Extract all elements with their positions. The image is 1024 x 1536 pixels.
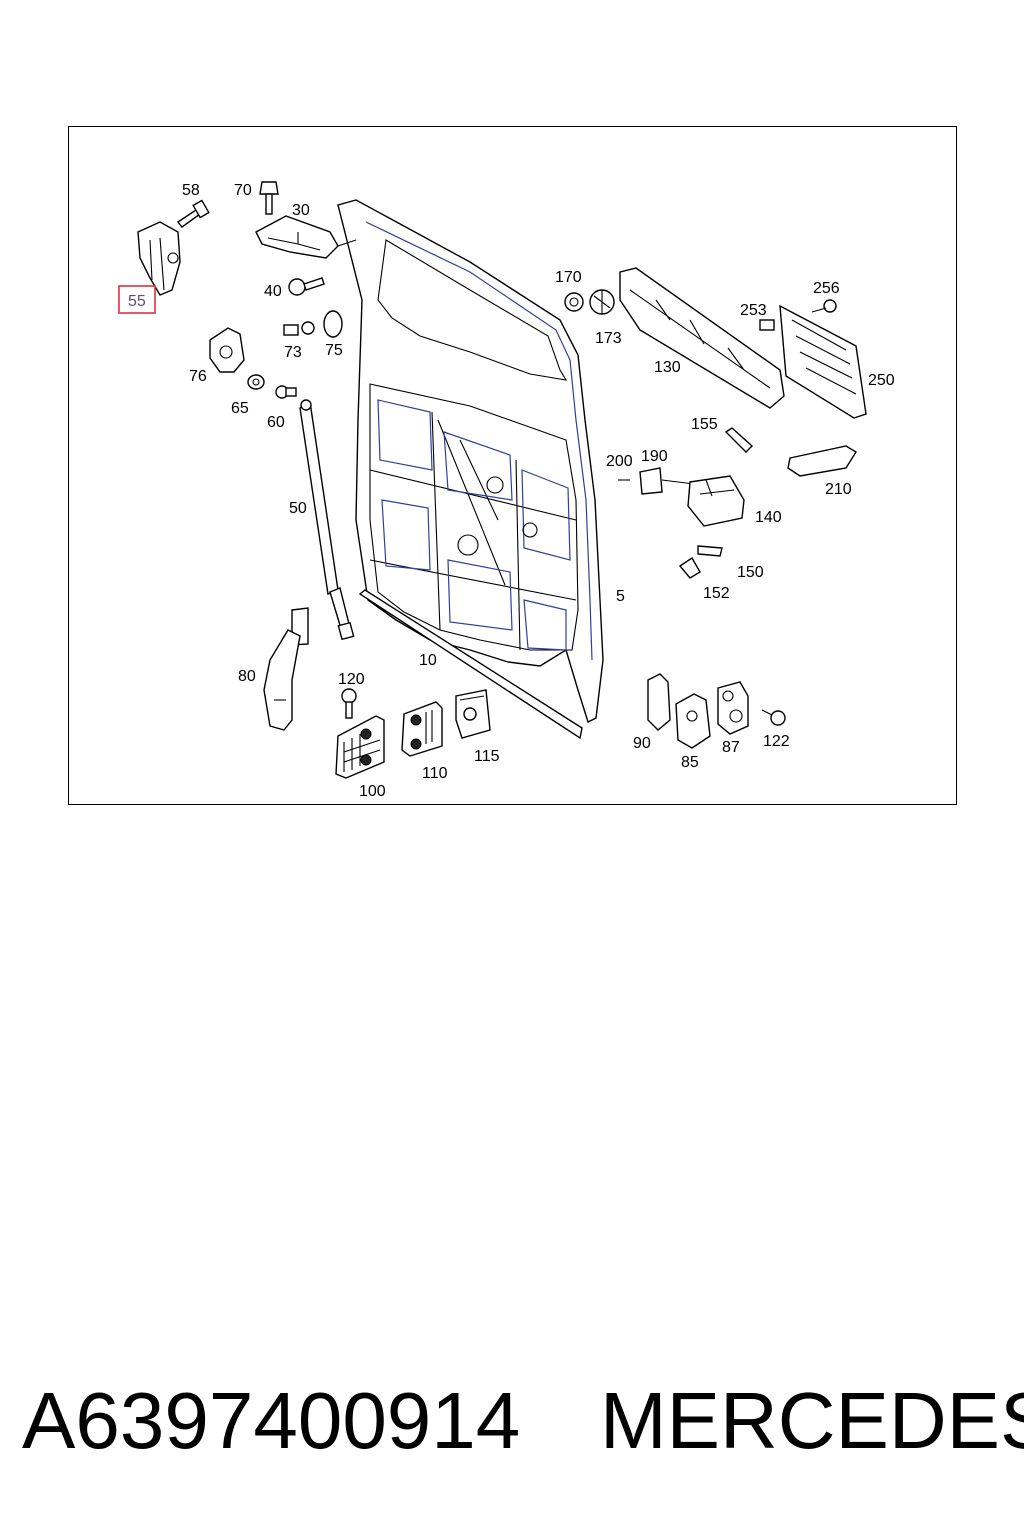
callout-label: 60	[267, 414, 285, 431]
hinge-part	[255, 215, 357, 259]
cap-part	[323, 310, 343, 338]
callout-label: 200	[606, 453, 633, 470]
callout-label: 115	[474, 748, 500, 765]
gasket-part	[647, 673, 671, 731]
callout-label: 76	[189, 368, 207, 385]
caption: A6397400914 MERCEDES	[22, 1366, 1024, 1476]
callout-label: 250	[868, 372, 895, 389]
bolt-part	[259, 181, 279, 215]
grille-part	[335, 715, 385, 779]
callout-label: 73	[284, 344, 302, 361]
callout-label: 130	[654, 359, 681, 376]
callout-label: 152	[703, 585, 730, 602]
hinge-bracket-part	[137, 221, 181, 296]
callout-label: 75	[325, 342, 343, 359]
gas-strut-part	[299, 399, 355, 641]
lock-part	[675, 693, 711, 749]
callout-label: 90	[633, 735, 651, 752]
callout-label: 140	[755, 509, 782, 526]
pin-part	[759, 319, 775, 331]
brand-name: MERCEDES	[600, 1376, 1024, 1465]
callout-label: 87	[722, 739, 740, 756]
callout-label: 110	[422, 765, 448, 782]
callout-label: 120	[338, 671, 365, 688]
highlighted-callout[interactable]: 55	[118, 285, 156, 314]
callout-label: 40	[264, 283, 282, 300]
door-frame-part	[337, 199, 604, 723]
callout-label: 253	[740, 302, 767, 319]
callout-label: 30	[292, 202, 310, 219]
callout-label: 58	[182, 182, 200, 199]
callout-label: 5	[616, 588, 625, 605]
callout-label: 155	[691, 416, 718, 433]
callout-label: 170	[555, 269, 582, 286]
part-number: A6397400914	[22, 1376, 521, 1465]
screw-part	[761, 709, 786, 726]
latch-mechanism-part	[717, 681, 749, 735]
callout-label: 210	[825, 481, 852, 498]
callout-label: 65	[231, 400, 249, 417]
ball-stud-part	[275, 385, 297, 399]
strap-part	[263, 607, 309, 731]
cap-part	[589, 289, 615, 315]
latch-part	[401, 701, 443, 757]
plate-part	[779, 304, 867, 419]
bolt-part	[288, 277, 325, 296]
plate-part	[209, 327, 245, 373]
highlighted-callout-label: 55	[128, 293, 146, 310]
seal-strip-part	[358, 589, 583, 740]
callout-label: 122	[763, 733, 790, 750]
callout-label: 100	[359, 783, 386, 800]
handle-bar-part	[619, 267, 785, 409]
callout-label: 70	[234, 182, 252, 199]
parts-diagram: 5 10 30 40 50 58 60 65 70 73 75 76 80 85…	[118, 181, 895, 800]
callout-labels: 5 10 30 40 50 58 60 65 70 73 75 76 80 85…	[182, 182, 895, 800]
handle-part	[787, 445, 857, 477]
connector-part	[618, 467, 695, 495]
callout-label: 10	[419, 652, 437, 669]
bolt-part	[176, 199, 210, 228]
callout-label: 173	[595, 330, 622, 347]
pin-part	[724, 427, 754, 453]
callout-label: 50	[289, 500, 307, 517]
bracket-part	[455, 689, 491, 739]
diagram-frame	[68, 126, 957, 805]
washer-part	[247, 374, 265, 390]
callout-label: 85	[681, 754, 699, 771]
callout-label: 256	[813, 280, 840, 297]
callout-label: 80	[238, 668, 256, 685]
callout-label: 150	[737, 564, 764, 581]
callout-label: 190	[641, 448, 668, 465]
bulb-part	[678, 545, 723, 579]
grommet-part	[564, 292, 584, 312]
screw-part	[811, 299, 837, 313]
lamp-housing-part	[687, 475, 745, 527]
bolt-part	[341, 688, 357, 719]
stud-part	[283, 321, 315, 336]
